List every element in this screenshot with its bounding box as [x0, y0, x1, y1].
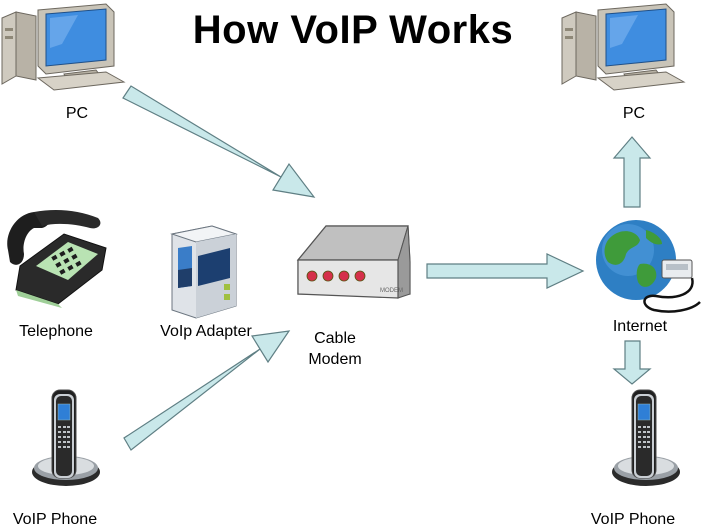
pc-left-label: PC [65, 105, 89, 122]
telephone-label: Telephone [19, 323, 93, 340]
cable-modem-icon: MODEM [296, 225, 411, 299]
cordless-phone-icon [611, 389, 681, 487]
cordless-phone-icon [31, 389, 101, 487]
modem-device-text: MODEM [380, 288, 403, 294]
diagram-title: How VoIP Works [192, 8, 514, 52]
cable-modem-label-line2: Modem [308, 351, 362, 368]
arrow-internet-to-pc [612, 136, 652, 208]
arrow-internet-to-phone [612, 340, 652, 385]
globe-network-icon [596, 220, 701, 313]
voip-phone-left-label: VoIP Phone [12, 511, 98, 528]
pc-right-label: PC [622, 105, 646, 122]
voip-adapter-icon [170, 225, 238, 319]
arrow-modem-to-internet [426, 253, 585, 289]
desk-telephone-icon [7, 210, 107, 308]
cable-modem-label-line1: Cable [314, 330, 356, 347]
voip-phone-right-label: VoIP Phone [590, 511, 676, 528]
internet-label: Internet [612, 318, 668, 335]
arrow-pc-to-modem [122, 85, 316, 198]
arrow-phone-to-modem [123, 330, 291, 451]
voip-adapter-label: VoIp Adapter [160, 323, 252, 340]
